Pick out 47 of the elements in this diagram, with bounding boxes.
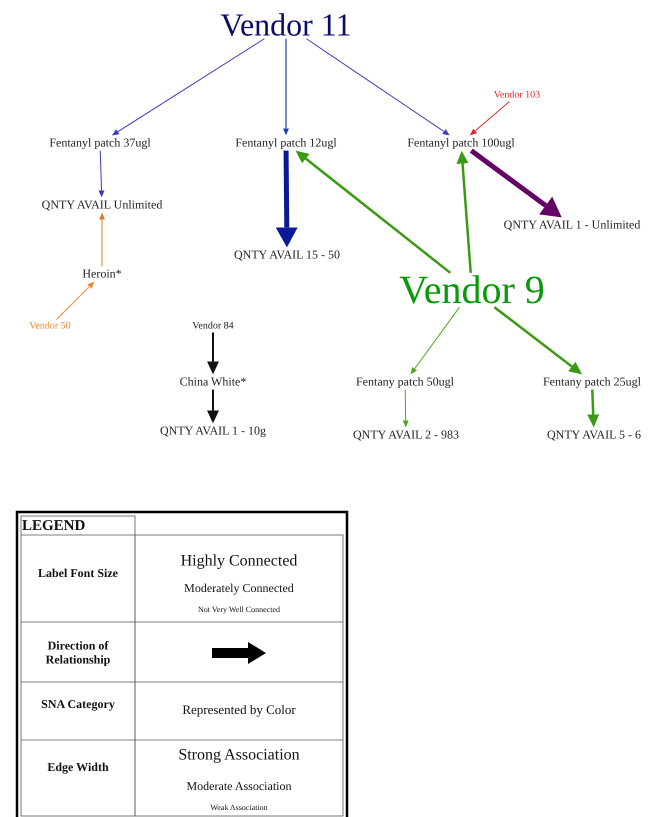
arrow <box>283 38 289 136</box>
arrow <box>402 389 409 428</box>
legend-text: Moderate Association <box>186 778 292 794</box>
vendor-label: Vendor 84 <box>192 320 234 332</box>
quantity-label: QNTY AVAIL 15 - 50 <box>234 248 340 262</box>
legend-text: Strong Association <box>178 745 300 765</box>
quantity-label: QNTY AVAIL 2 - 983 <box>353 428 459 442</box>
vendor-label: Vendor 9 <box>399 268 545 312</box>
quantity-label: QNTY AVAIL 5 - 6 <box>547 428 641 442</box>
quantity-label: QNTY AVAIL Unlimited <box>42 198 162 212</box>
product-label: Fentanyl patch 100ugl <box>407 136 515 150</box>
product-label: Fentanyl patch 12ugl <box>235 136 337 150</box>
arrow <box>112 38 265 136</box>
quantity-label: QNTY AVAIL 1 - Unlimited <box>504 218 640 232</box>
row-header: Direction of Relationship <box>44 638 112 668</box>
legend-text: Moderately Connected <box>184 580 294 596</box>
row-header: SNA Category <box>40 696 116 712</box>
arrow <box>410 306 460 374</box>
arrow <box>296 150 451 274</box>
vendor-label: Vendor 103 <box>494 90 540 100</box>
arrow <box>306 38 450 136</box>
legend-text: Weak Association <box>210 803 268 813</box>
arrow <box>494 306 582 374</box>
arrow <box>56 282 94 320</box>
arrow <box>470 148 562 218</box>
arrow <box>587 390 600 428</box>
row-header: Label Font Size <box>37 566 119 580</box>
arrow <box>276 150 298 248</box>
arrow <box>207 390 219 424</box>
arrow <box>456 150 472 273</box>
legend-title: LEGEND <box>22 517 86 535</box>
arrow <box>207 332 219 374</box>
product-label: Fentanyl patch 37ugl <box>49 136 151 150</box>
legend-text: Not Very Well Connected <box>198 605 280 615</box>
legend-text: Highly Connected <box>180 551 298 571</box>
arrow <box>99 212 105 267</box>
vendor-label: Vendor 11 <box>220 7 352 43</box>
row-header: Edge Width <box>46 760 110 774</box>
arrow <box>98 150 105 198</box>
legend-text: Represented by Color <box>182 702 296 718</box>
product-label: Heroin* <box>82 267 122 281</box>
quantity-label: QNTY AVAIL 1 - 10g <box>160 424 266 438</box>
product-label: Fentany patch 25ugl <box>543 375 641 389</box>
product-label: China White* <box>180 375 246 389</box>
arrow <box>470 101 510 136</box>
product-label: Fentany patch 50ugl <box>356 375 454 389</box>
vendor-label: Vendor 50 <box>29 320 71 332</box>
